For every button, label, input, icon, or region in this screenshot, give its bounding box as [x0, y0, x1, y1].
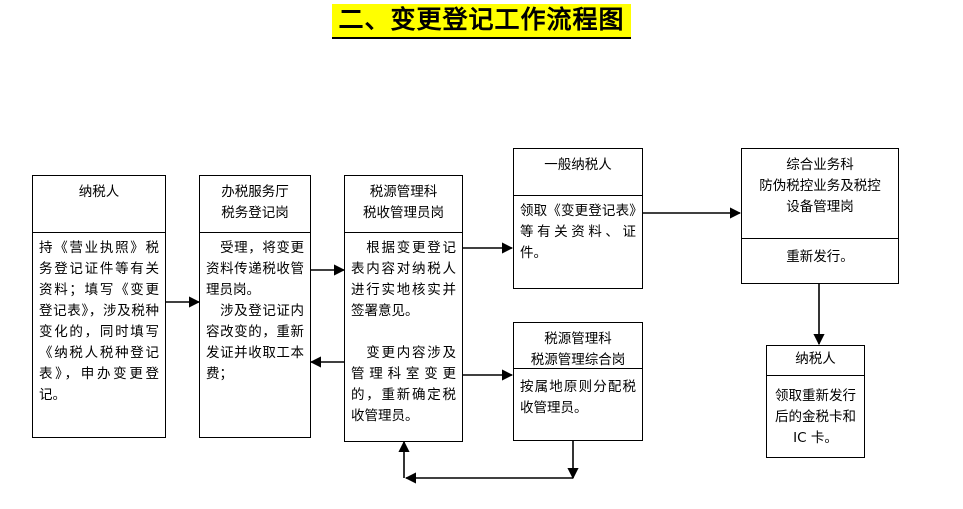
node-header: 税源管理科 税源管理综合岗	[514, 323, 642, 369]
node-tax-source-comprehensive-post[interactable]: 税源管理科 税源管理综合岗 按属地原则分配税收管理员。	[513, 322, 643, 441]
node-header: 税源管理科 税收管理员岗	[345, 176, 462, 233]
node-header: 纳税人	[767, 346, 864, 376]
node-header: 综合业务科 防伪税控业务及税控 设备管理岗	[742, 149, 898, 239]
node-body: 持《营业执照》税务登记证件等有关资料；填写《变更登记表》，涉及税种变化的，同时填…	[39, 240, 159, 403]
node-body: 根据变更登记表内容对纳税人进行实地核实并签署意见。 变更内容涉及管理科室变更的，…	[351, 240, 456, 424]
node-tax-service-hall[interactable]: 办税服务厅 税务登记岗 受理，将变更资料传递税收管理员岗。 涉及登记证内容改变的…	[199, 175, 311, 438]
page-title-wrap: 二、变更登记工作流程图	[0, 4, 963, 39]
connector-comprehensive-post-feedback-loop	[398, 440, 579, 484]
node-body: 按属地原则分配税收管理员。	[520, 379, 636, 416]
node-body: 受理，将变更资料传递税收管理员岗。 涉及登记证内容改变的，重新发证并收取工本费；	[206, 240, 304, 382]
node-general-taxpayer[interactable]: 一般纳税人 领取《变更登记表》等有关资料、证件。	[513, 148, 643, 289]
node-header: 一般纳税人	[514, 149, 642, 196]
node-header: 办税服务厅 税务登记岗	[200, 176, 310, 233]
node-taxpayer-collect[interactable]: 纳税人 领取重新发行后的金税卡和 IC 卡。	[766, 345, 865, 458]
node-comprehensive-business-section[interactable]: 综合业务科 防伪税控业务及税控 设备管理岗 重新发行。	[741, 148, 899, 284]
node-body: 领取《变更登记表》等有关资料、证件。	[520, 203, 636, 261]
node-body: 重新发行。	[786, 249, 854, 265]
node-tax-source-admin-officer[interactable]: 税源管理科 税收管理员岗 根据变更登记表内容对纳税人进行实地核实并签署意见。 变…	[344, 175, 463, 442]
node-body: 领取重新发行后的金税卡和 IC 卡。	[775, 388, 856, 446]
page-title: 二、变更登记工作流程图	[332, 4, 631, 39]
node-taxpayer-apply[interactable]: 纳税人 持《营业执照》税务登记证件等有关资料；填写《变更登记表》，涉及税种变化的…	[32, 175, 166, 438]
node-header: 纳税人	[33, 176, 165, 233]
